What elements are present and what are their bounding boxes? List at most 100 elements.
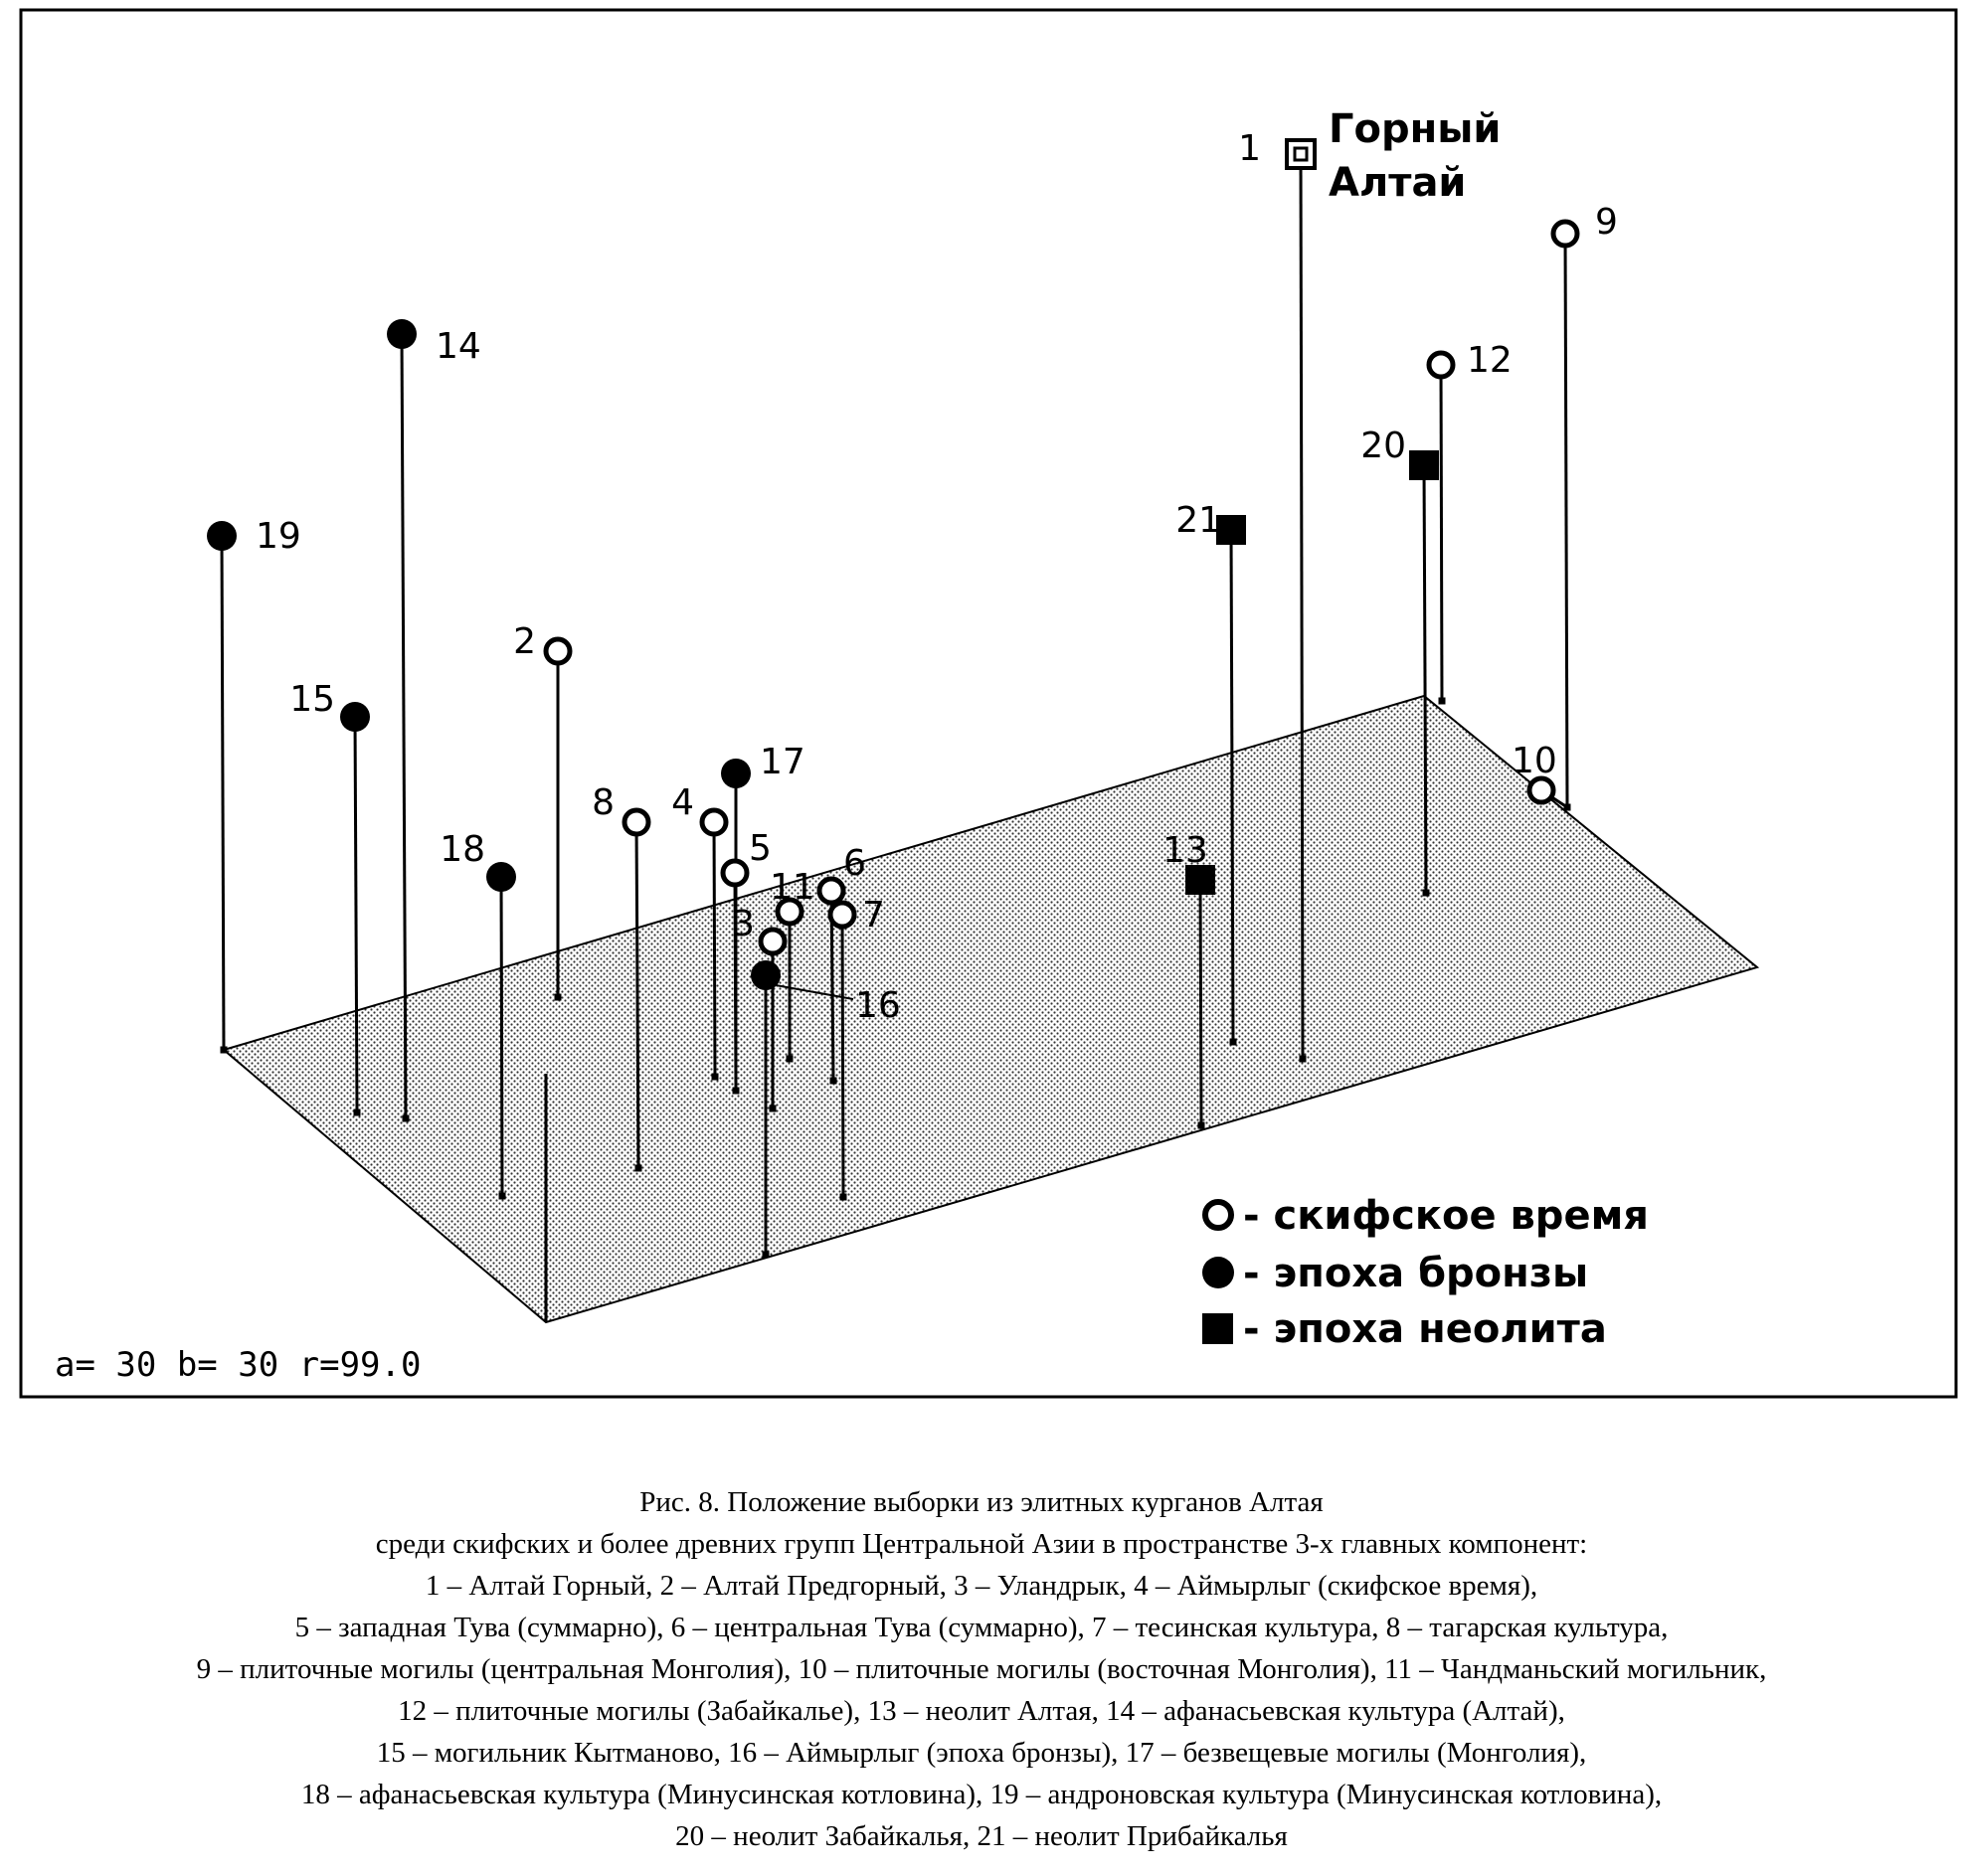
stem-line-4 xyxy=(712,821,717,1078)
stem-line-12 xyxy=(1439,364,1444,702)
stem-foot-3 xyxy=(769,1105,777,1112)
marker-10 xyxy=(1526,775,1556,805)
point-label-14: 14 xyxy=(436,326,481,367)
legend-label-neolithic: - эпоха неолита xyxy=(1243,1306,1607,1352)
marker-21 xyxy=(1216,515,1246,545)
stem-foot-16 xyxy=(762,1251,770,1259)
marker-1 xyxy=(1285,138,1317,170)
marker-13 xyxy=(1185,865,1215,895)
stem-foot-12 xyxy=(1438,697,1446,705)
stem-foot-18 xyxy=(498,1192,506,1200)
stem-foot-11 xyxy=(786,1055,794,1063)
marker-12 xyxy=(1426,350,1456,380)
stem-foot-17 xyxy=(732,1087,740,1095)
stem-foot-8 xyxy=(634,1164,642,1172)
caption-line: Рис. 8. Положение выборки из элитных кур… xyxy=(639,1486,1324,1518)
point-label-13: 13 xyxy=(1162,830,1208,871)
legend-filled-circle-icon xyxy=(1202,1257,1234,1288)
point-label-15: 15 xyxy=(289,679,335,720)
stem-foot-2 xyxy=(554,993,562,1001)
caption-line: 20 – неолит Забайкалья, 21 – неолит Приб… xyxy=(675,1820,1288,1852)
point-name-1-line1: Горный xyxy=(1329,106,1501,152)
marker-11 xyxy=(775,897,804,927)
marker-9 xyxy=(1550,219,1580,249)
stem-foot-4 xyxy=(711,1073,719,1081)
stem-foot-21 xyxy=(1229,1038,1237,1046)
point-label-1: 1 xyxy=(1238,128,1261,169)
stem-foot-20 xyxy=(1422,889,1430,897)
point-label-2: 2 xyxy=(513,621,536,662)
point-label-9: 9 xyxy=(1595,202,1618,243)
marker-3 xyxy=(758,927,788,956)
stem-line-8 xyxy=(634,821,640,1169)
stem-line-19 xyxy=(220,535,226,1051)
stem-foot-7 xyxy=(839,1193,847,1201)
stem-line-20 xyxy=(1422,464,1428,894)
marker-5 xyxy=(720,858,750,888)
stem-line-15 xyxy=(353,716,359,1113)
caption-line: среди скифских и более древних групп Цен… xyxy=(375,1528,1588,1560)
stem-foot-19 xyxy=(220,1046,228,1054)
marker-2 xyxy=(543,636,573,666)
caption-line: 9 – плиточные могилы (центральная Монгол… xyxy=(196,1653,1767,1685)
point-label-6: 6 xyxy=(843,843,866,884)
plot-frame xyxy=(19,8,1958,1399)
stem-line-14 xyxy=(400,333,408,1119)
stem-line-7 xyxy=(840,914,845,1198)
point-label-19: 19 xyxy=(256,516,301,557)
stem-line-1 xyxy=(1299,153,1305,1060)
point-label-11: 11 xyxy=(770,867,815,908)
point-label-21: 21 xyxy=(1175,500,1221,541)
stem-line-9 xyxy=(1563,233,1569,808)
stem-foot-14 xyxy=(402,1114,410,1122)
marker-18 xyxy=(486,862,516,892)
stem-line-18 xyxy=(499,876,504,1197)
marker-16 xyxy=(751,960,781,990)
marker-19 xyxy=(207,521,237,551)
point-label-16: 16 xyxy=(855,985,901,1026)
stem-line-21 xyxy=(1229,529,1235,1043)
params-readout: a= 30 b= 30 r=99.0 xyxy=(55,1345,421,1385)
marker-7 xyxy=(827,900,857,930)
marker-17 xyxy=(721,759,751,788)
caption-line: 18 – афанасьевская культура (Минусинская… xyxy=(300,1779,1663,1810)
point-label-20: 20 xyxy=(1360,426,1406,466)
marker-6 xyxy=(816,876,846,906)
marker-15 xyxy=(340,702,370,732)
point-label-4: 4 xyxy=(671,782,694,823)
marker-20 xyxy=(1409,450,1439,480)
markers-layer xyxy=(207,138,1580,990)
point-label-5: 5 xyxy=(749,828,772,869)
point-label-3: 3 xyxy=(732,904,755,944)
stem-foot-6 xyxy=(829,1077,837,1085)
projection-plane xyxy=(221,694,1760,1324)
legend-open-circle-icon xyxy=(1202,1199,1234,1231)
legend-filled-square-icon xyxy=(1202,1313,1233,1344)
legend: - скифское время - эпоха бронзы - эпоха … xyxy=(1202,1193,1649,1352)
caption-line: 5 – западная Тува (суммарно), 6 – центра… xyxy=(294,1612,1669,1643)
point-label-18: 18 xyxy=(440,829,485,870)
stem-foot-10 xyxy=(1563,803,1571,811)
point-label-7: 7 xyxy=(862,895,885,936)
stem-foot-13 xyxy=(1197,1121,1205,1129)
point-label-10: 10 xyxy=(1512,741,1557,781)
legend-label-bronze: - эпоха бронзы xyxy=(1243,1251,1588,1296)
caption-line: 1 – Алтай Горный, 2 – Алтай Предгорный, … xyxy=(425,1570,1538,1602)
point-name-1-line2: Алтай xyxy=(1329,160,1466,206)
caption-line: 12 – плиточные могилы (Забайкалье), 13 –… xyxy=(398,1695,1565,1727)
point-label-12: 12 xyxy=(1467,340,1513,381)
marker-4 xyxy=(699,807,729,837)
point-label-17: 17 xyxy=(760,742,805,782)
stem-foot-15 xyxy=(353,1109,361,1116)
marker-8 xyxy=(622,807,651,837)
stem-foot-1 xyxy=(1299,1055,1307,1063)
leader-line-16 xyxy=(775,984,854,1000)
legend-label-scythian: - скифское время xyxy=(1243,1193,1649,1239)
marker-14 xyxy=(387,319,417,349)
point-label-8: 8 xyxy=(592,782,615,823)
caption-line: 15 – могильник Кытманово, 16 – Аймырлыг … xyxy=(376,1737,1587,1769)
stem-line-13 xyxy=(1198,879,1203,1126)
figure-caption: Рис. 8. Положение выборки из элитных кур… xyxy=(0,1481,1963,1857)
